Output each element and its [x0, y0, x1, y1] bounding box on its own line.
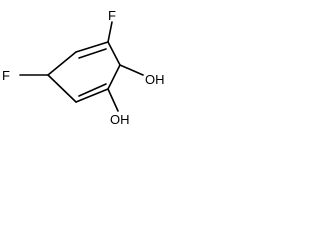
bond-c3-c4 [47, 74, 77, 103]
bond-c4-c5 [75, 88, 109, 103]
bond-c6-oh [119, 64, 144, 76]
atom-label-f-left: F [2, 68, 10, 83]
atom-label-f-top: F [108, 8, 116, 23]
bond-c6-c1 [107, 41, 121, 66]
atom-label-oh-right: OH [145, 72, 165, 87]
molecule-structure: F F OH OH [2, 8, 165, 127]
bond-c5-c6 [107, 64, 121, 90]
bond-c5-oh [107, 88, 119, 112]
bond-c1-c2-double [78, 48, 107, 59]
atom-label-oh-bottom: OH [110, 112, 130, 127]
bond-c1-f [107, 21, 113, 43]
bond-c2-c3 [47, 51, 77, 76]
bond-c4-c5-double [78, 83, 107, 97]
bond-c1-c2 [75, 41, 109, 53]
